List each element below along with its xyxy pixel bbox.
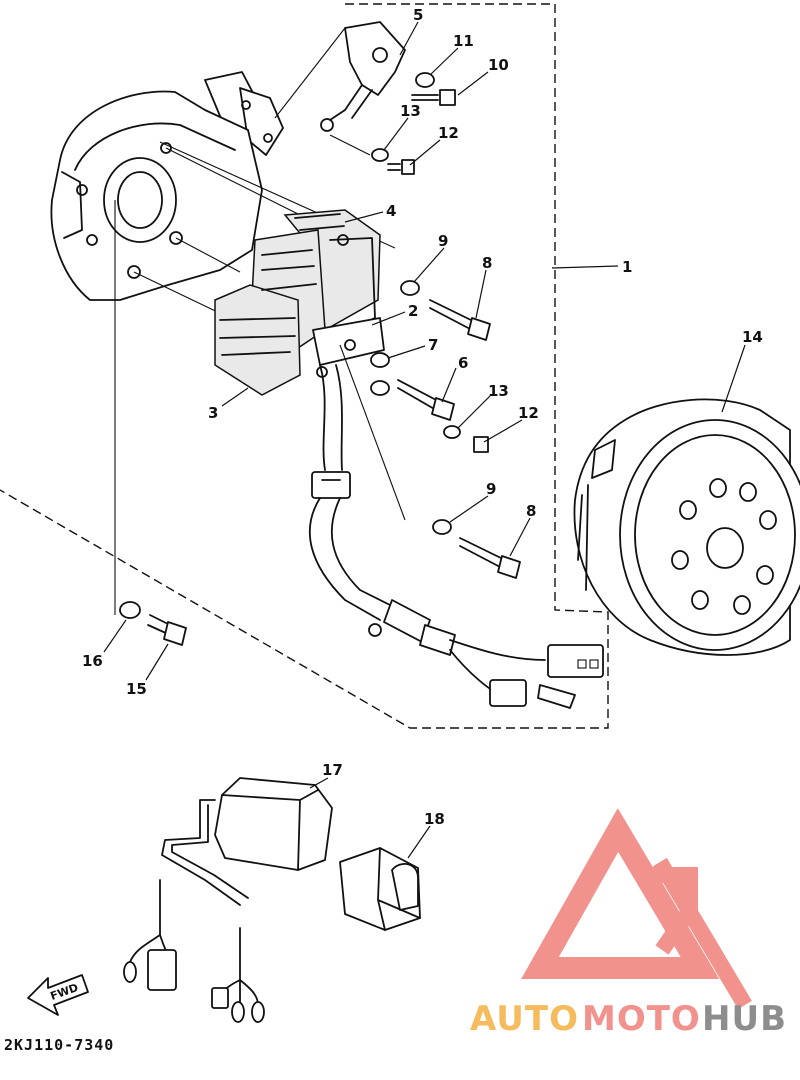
- leader-lines: [103, 21, 746, 859]
- alignment-line: [165, 147, 301, 216]
- alignment-line: [133, 271, 231, 319]
- stator-base-plate: [50, 71, 284, 301]
- callout-6: 6: [458, 354, 468, 372]
- callout-13: 13: [400, 102, 421, 120]
- callout-11: 11: [453, 32, 474, 50]
- alignment-line: [175, 237, 241, 273]
- pickup-coil: [274, 21, 406, 156]
- callout-14: 14: [742, 328, 763, 346]
- forward-arrow-icon: FWD: [27, 974, 89, 1016]
- assembly-boundary: [0, 3, 609, 729]
- callout-10: 10: [488, 56, 509, 74]
- callout-9b: 9: [486, 480, 496, 498]
- callout-3: 3: [208, 404, 218, 422]
- logo-text-hub: HUB: [702, 999, 787, 1039]
- callout-8b: 8: [526, 502, 536, 520]
- callout-12b: 12: [518, 404, 539, 422]
- callout-18: 18: [424, 810, 445, 828]
- callout-12: 12: [438, 124, 459, 142]
- logo-text-auto: AUTO: [470, 999, 579, 1039]
- coil-cap: [339, 847, 421, 931]
- callout-7: 7: [428, 336, 438, 354]
- fasteners: [119, 72, 521, 646]
- flywheel-rotor: [573, 398, 800, 656]
- callout-2: 2: [408, 302, 418, 320]
- cdi-unit: [123, 777, 333, 1023]
- callout-4: 4: [386, 202, 396, 220]
- callout-13b: 13: [488, 382, 509, 400]
- bolt-10: [439, 89, 456, 106]
- wire-harness: [308, 364, 604, 709]
- callout-labels: 5 11 10 13 12 4 1 9 8 2 7 6 13 12 3 14 9…: [82, 6, 763, 828]
- callout-9: 9: [438, 232, 448, 250]
- washer-11: [415, 72, 435, 88]
- callout-15: 15: [126, 680, 147, 698]
- diagram-code: 2KJ110-7340: [4, 1036, 114, 1054]
- callout-17: 17: [322, 761, 343, 779]
- logo-text-moto: MOTO: [582, 999, 701, 1039]
- callout-5: 5: [413, 6, 423, 24]
- automotohub-logo: AUTO MOTO HUB: [470, 808, 787, 1039]
- callout-8: 8: [482, 254, 492, 272]
- stator-coil: [214, 209, 385, 396]
- callout-1: 1: [622, 258, 632, 276]
- callout-16: 16: [82, 652, 103, 670]
